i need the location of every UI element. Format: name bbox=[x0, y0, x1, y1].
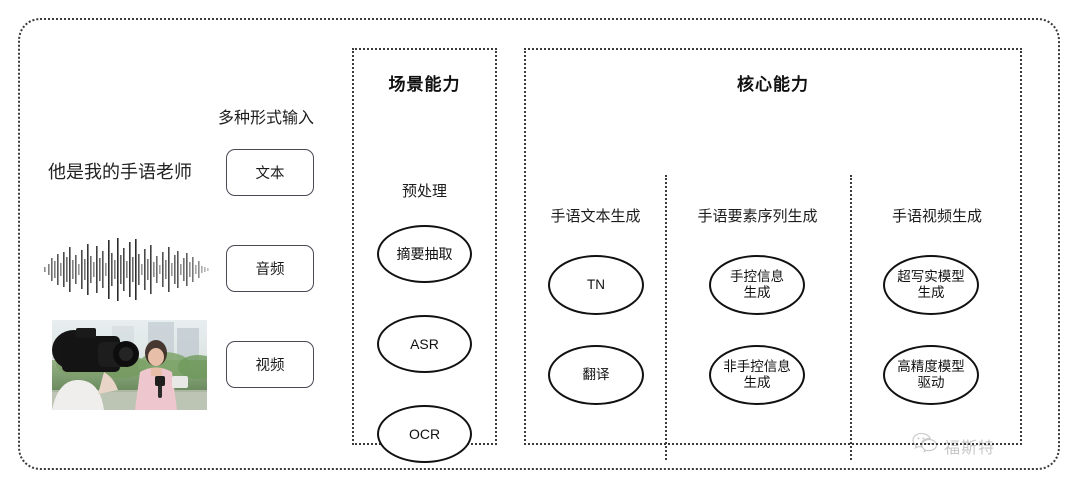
core-divider-1 bbox=[665, 175, 667, 460]
panel-scene-capability: 场景能力 预处理 摘要抽取 ASR OCR bbox=[352, 48, 497, 463]
outer-frame bbox=[18, 18, 1060, 470]
node-summary-extraction[interactable]: 摘要抽取 bbox=[377, 225, 472, 283]
sample-text-input: 他是我的手语老师 bbox=[48, 162, 192, 182]
video-thumbnail bbox=[52, 320, 207, 410]
column-header-sign-text-generation: 手语文本生成 bbox=[550, 208, 641, 225]
panel-scene-title: 场景能力 bbox=[388, 75, 461, 94]
column-header-sign-element-sequence-generation: 手语要素序列生成 bbox=[697, 208, 818, 225]
node-translation[interactable]: 翻译 bbox=[548, 345, 644, 405]
core-column-sign-text-generation: 手语文本生成 TN 翻译 bbox=[526, 50, 665, 443]
input-section-heading: 多种形式输入 bbox=[218, 110, 315, 127]
node-photorealistic-model-generation[interactable]: 超写实模型 生成 bbox=[883, 255, 979, 315]
audio-waveform-icon bbox=[42, 234, 212, 304]
modality-box-audio[interactable]: 音频 bbox=[226, 245, 314, 292]
node-asr[interactable]: ASR bbox=[377, 315, 472, 373]
modality-box-video[interactable]: 视频 bbox=[226, 341, 314, 388]
node-high-precision-model-driving[interactable]: 高精度模型 驱动 bbox=[883, 345, 979, 405]
core-column-sign-video-generation: 手语视频生成 超写实模型 生成 高精度模型 驱动 bbox=[850, 50, 1024, 443]
watermark: 福斯特 bbox=[912, 432, 995, 459]
node-tn[interactable]: TN bbox=[548, 255, 644, 315]
column-header-sign-video-generation: 手语视频生成 bbox=[891, 208, 982, 225]
modality-box-text[interactable]: 文本 bbox=[226, 149, 314, 196]
core-column-sign-element-sequence-generation: 手语要素序列生成 手控信息 生成 非手控信息 生成 bbox=[665, 50, 850, 443]
node-non-manual-feature-generation[interactable]: 非手控信息 生成 bbox=[709, 345, 805, 405]
wechat-icon bbox=[912, 432, 938, 459]
panel-core-capability: 核心能力 手语文本生成 TN 翻译 手语要素序列生成 手控信息 生成 非手控信息… bbox=[524, 48, 1024, 460]
node-manual-feature-generation[interactable]: 手控信息 生成 bbox=[709, 255, 805, 315]
node-ocr[interactable]: OCR bbox=[377, 405, 472, 463]
core-divider-2 bbox=[850, 175, 852, 460]
panel-core-title: 核心能力 bbox=[737, 75, 809, 94]
column-header-preprocess: 预处理 bbox=[401, 183, 447, 200]
watermark-text: 福斯特 bbox=[944, 439, 996, 457]
